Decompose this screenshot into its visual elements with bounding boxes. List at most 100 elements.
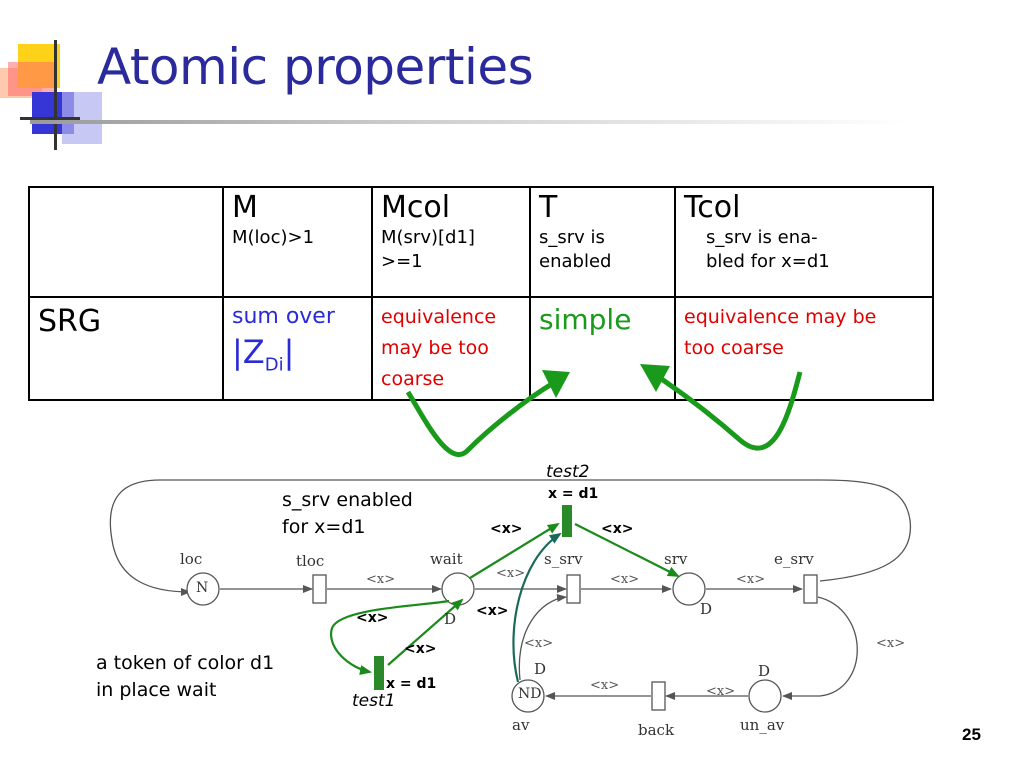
place-av [511,679,545,713]
arc-label-srv-e_srv: <x> [736,572,766,587]
transition-s_srv [566,574,581,604]
header-tcol-detail-1: s_srv is ena- [706,227,818,248]
header-mcol-name: Mcol [381,190,451,225]
arc-label-av-s_srv: <x> [524,636,554,651]
header-cell-tcol: Tcol s_srv is ena- bled for x=d1 [674,186,934,298]
cell-srg-t-value: simple [539,303,632,336]
label-test1-guard: x = d1 [386,676,437,692]
header-mcol-detail-1: M(srv)[d1] [381,227,475,248]
place-srv [672,572,706,606]
arrow-mcol-to-t-head [542,370,570,398]
annotation-token: a token of color d1 in place wait [96,650,274,704]
arc-label-tloc-wait: <x> [366,572,396,587]
cell-srg-mcol-line2: may be too [381,337,489,359]
label-place-wait: wait [430,550,463,568]
place-loc [186,572,220,606]
arc-e_srv-un_av [782,596,858,700]
annotation-token-line1: a token of color d1 [96,652,275,674]
properties-table: M M(loc)>1 Mcol M(srv)[d1] >=1 T s_srv i… [28,186,934,401]
header-tcol-detail-2: bled for x=d1 [706,251,830,272]
arc-label-back-av: <x> [590,678,620,693]
decor-square-pink [8,62,56,96]
header-cell-t: T s_srv is enabled [529,186,676,298]
arc-outer-loop [109,479,912,596]
arc-av-test2 [512,532,562,683]
arrow-tcol-to-t-head [640,364,670,392]
annotation-token-line2: in place wait [96,679,217,701]
label-av-token: ND [518,686,542,702]
arc-test1-wait [387,598,464,666]
header-t-detail-2: enabled [539,251,612,272]
cell-srg-mcol-line3: coarse [381,368,445,390]
arc-label-e_srv-un_av: <x> [876,636,906,651]
cell-srg-tcol-line1: equivalence may be [684,306,877,328]
formula-bar-right: | [283,333,295,371]
header-cell-m: M M(loc)>1 [222,186,373,298]
annotation-s_srv-enabled: s_srv enabled for x=d1 [282,487,413,541]
table-row-srg: SRG sum over |ZDi| equivalence may be to… [28,296,934,401]
arrow-mcol-to-t [405,379,557,457]
header-m-name: M [232,190,258,225]
label-place-un_av: un_av [740,716,785,734]
label-place-loc: loc [180,550,203,568]
cell-srg-m-line1: sum over [232,304,335,329]
label-loc-token: N [196,580,209,596]
label-transition-s_srv: s_srv [544,550,583,568]
transition-tloc [312,574,327,604]
cell-srg-m: sum over |ZDi| [222,296,373,401]
label-place-srv: srv [664,550,688,568]
label-av-domain: D [534,660,547,678]
transition-e_srv [803,574,818,604]
arc-label-un_av-back: <x> [706,684,736,699]
row-label-srg: SRG [38,304,102,339]
cell-srg-mcol: equivalence may be too coarse [371,296,531,401]
label-transition-e_srv: e_srv [774,550,814,568]
page-number: 25 [962,725,981,744]
label-wait-domain: D [444,610,457,628]
label-test1-return-arc: <x> [476,603,509,619]
label-test1-out-arc: <x> [404,641,437,657]
arc-label-s_srv-srv: <x> [610,572,640,587]
arrow-tcol-to-t [658,371,803,451]
label-un_av-domain: D [758,662,771,680]
title-underline [30,120,910,124]
header-cell-mcol: Mcol M(srv)[d1] >=1 [371,186,531,298]
place-wait [441,572,475,606]
page-title: Atomic properties [97,38,534,96]
row-label-cell: SRG [28,296,224,401]
table-corner-cell [28,186,224,298]
title-decoration [0,0,110,150]
label-test2-guard: x = d1 [548,486,599,502]
label-srv-domain: D [700,600,713,618]
label-place-av: av [512,716,530,734]
arc-wait-test1 [329,599,450,675]
decor-horizontal-line [20,117,80,120]
big-arrows [405,364,803,457]
label-test2-name: test2 [546,462,590,482]
cell-srg-mcol-line1: equivalence [381,306,497,328]
transition-back [651,681,666,711]
arc-av-s_srv [518,594,567,681]
arc-test2-srv [574,523,680,577]
annotation-s_srv-enabled-line2: for x=d1 [282,516,366,538]
label-test1-name: test1 [352,691,396,711]
place-un_av [748,679,782,713]
formula-bar-z: |Z [232,333,265,371]
table-header-row: M M(loc)>1 Mcol M(srv)[d1] >=1 T s_srv i… [28,186,934,298]
label-test1-in-arc: <x> [356,610,389,626]
header-t-detail-1: s_srv is [539,227,605,248]
header-t-name: T [539,190,558,225]
header-mcol-detail-2: >=1 [381,251,423,272]
header-tcol-name: Tcol [684,190,741,225]
transition-test1 [374,656,384,690]
label-transition-tloc: tloc [296,552,325,570]
header-m-detail: M(loc)>1 [232,227,315,248]
cell-srg-tcol-line2: too coarse [684,337,784,359]
cell-srg-m-formula: |ZDi| [232,332,363,385]
transition-test2 [562,505,572,537]
formula-subscript: Di [264,354,284,376]
decor-vertical-line [54,40,57,150]
label-test2-out-arc: <x> [601,521,634,537]
label-test2-in-arc: <x> [490,521,523,537]
